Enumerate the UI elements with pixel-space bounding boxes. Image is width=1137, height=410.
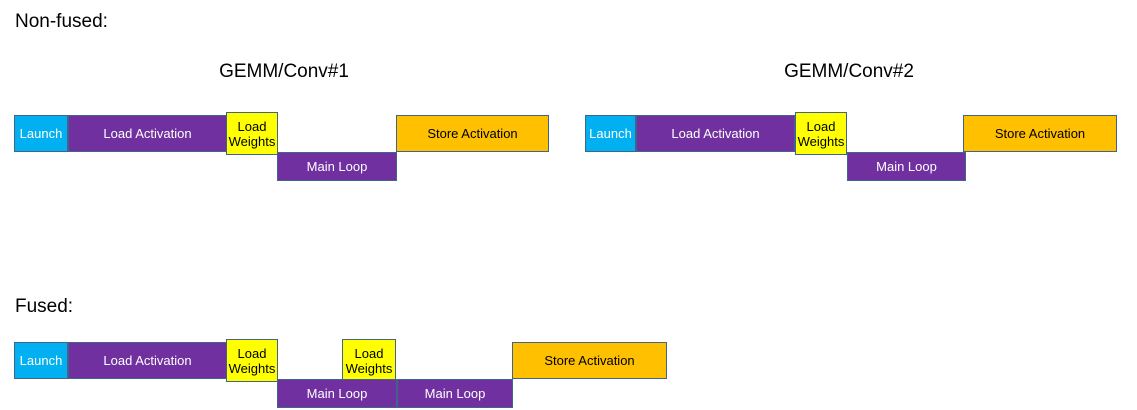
bar-nonfused1-launch[interactable]: Launch bbox=[14, 115, 68, 152]
bar-fused-store-activation[interactable]: Store Activation bbox=[512, 342, 667, 379]
bar-fused-main-loop-2[interactable]: Main Loop bbox=[397, 379, 513, 408]
bar-fused-load-activation[interactable]: Load Activation bbox=[68, 342, 227, 379]
bar-nonfused2-store-activation[interactable]: Store Activation bbox=[963, 115, 1117, 152]
bar-nonfused1-store-activation[interactable]: Store Activation bbox=[396, 115, 549, 152]
section-label-non-fused: Non-fused: bbox=[15, 11, 108, 32]
bar-fused-load-weights-1[interactable]: Load Weights bbox=[226, 339, 278, 382]
group-title-gemm-conv-2: GEMM/Conv#2 bbox=[784, 61, 914, 82]
bar-nonfused1-main-loop[interactable]: Main Loop bbox=[277, 152, 397, 181]
bar-nonfused2-launch[interactable]: Launch bbox=[585, 115, 636, 152]
bar-nonfused2-load-activation[interactable]: Load Activation bbox=[636, 115, 795, 152]
bar-nonfused2-main-loop[interactable]: Main Loop bbox=[847, 152, 966, 181]
group-title-gemm-conv-1: GEMM/Conv#1 bbox=[219, 61, 349, 82]
bar-nonfused1-load-weights[interactable]: Load Weights bbox=[226, 112, 278, 155]
bar-fused-main-loop-1[interactable]: Main Loop bbox=[277, 379, 397, 408]
section-label-fused: Fused: bbox=[15, 296, 74, 317]
bar-nonfused1-load-activation[interactable]: Load Activation bbox=[68, 115, 227, 152]
bar-fused-load-weights-2[interactable]: Load Weights bbox=[342, 339, 396, 382]
bar-fused-launch[interactable]: Launch bbox=[14, 342, 68, 379]
bar-nonfused2-load-weights[interactable]: Load Weights bbox=[795, 112, 847, 155]
